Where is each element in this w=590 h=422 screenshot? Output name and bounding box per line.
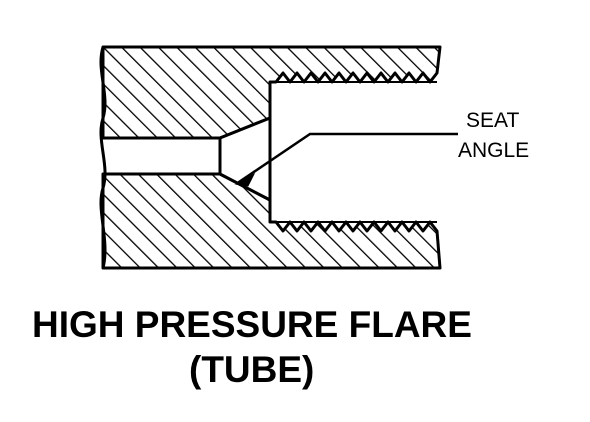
caption-subtitle: (TUBE) bbox=[189, 349, 314, 390]
leader-arrowhead bbox=[234, 172, 256, 187]
tube-bore bbox=[103, 136, 222, 176]
flare-seat-cone bbox=[218, 116, 272, 202]
caption-title: HIGH PRESSURE FLARE bbox=[32, 304, 472, 345]
seat-angle-leader bbox=[235, 132, 458, 186]
callout-seat: SEAT bbox=[466, 109, 519, 132]
lower-wall-section bbox=[101, 172, 442, 270]
break-line bbox=[99, 46, 107, 269]
callout-angle: ANGLE bbox=[458, 139, 529, 162]
